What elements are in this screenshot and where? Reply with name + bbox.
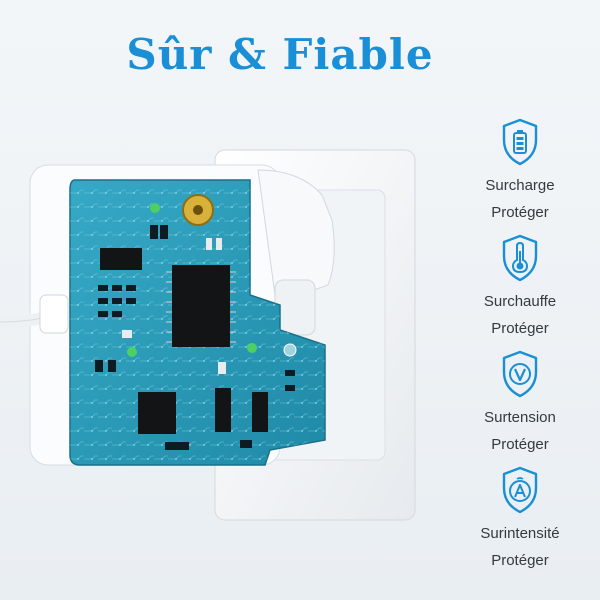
thermometer-shield-icon <box>502 234 538 282</box>
feature-overheat: Surchauffe Protéger <box>440 234 600 342</box>
feature-subtitle: Protéger <box>491 204 549 221</box>
feature-title: Surtension <box>484 409 556 426</box>
feature-title: Surcharge <box>485 177 555 194</box>
feature-subtitle: Protéger <box>491 552 549 569</box>
feature-subtitle: Protéger <box>491 436 549 453</box>
feature-overcharge: Surcharge Protéger <box>440 118 600 226</box>
feature-title: Surintensité <box>480 525 560 542</box>
battery-shield-icon <box>502 118 538 166</box>
feature-overvoltage: Surtension Protéger <box>440 350 600 458</box>
circuit-board <box>69 179 326 466</box>
current-shield-icon <box>502 466 538 514</box>
voltage-shield-icon <box>502 350 538 398</box>
headline: Sûr & Fiable <box>126 30 434 79</box>
charger-illustration <box>0 149 416 521</box>
feature-overcurrent: Surintensité Protéger <box>440 466 600 574</box>
feature-title: Surchauffe <box>483 293 557 310</box>
feature-subtitle: Protéger <box>491 320 549 337</box>
